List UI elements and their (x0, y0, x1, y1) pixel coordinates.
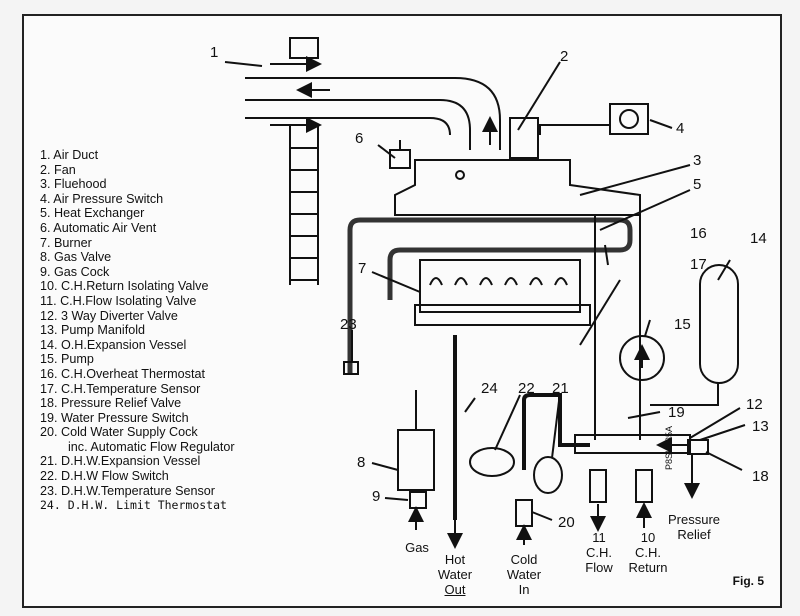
legend-item: 15. Pump (40, 352, 94, 367)
figure-label: Fig. 5 (732, 574, 764, 588)
pump (619, 335, 665, 381)
callout-24: 24 (481, 380, 498, 397)
air-duct (245, 77, 501, 150)
legend-item: 21. D.H.W.Expansion Vessel (40, 454, 201, 469)
legend-item: 12. 3 Way Diverter Valve (40, 308, 178, 323)
callout-19: 19 (668, 404, 685, 421)
legend-item: 8. Gas Valve (40, 250, 112, 265)
callout-9: 9 (372, 488, 381, 505)
legend-item: 14. O.H.Expansion Vessel (40, 337, 187, 352)
legend-item: 16. C.H.Overheat Thermostat (40, 366, 205, 381)
legend-item: 23. D.H.W.Temperature Sensor (40, 483, 215, 498)
legend-item: 9. Gas Cock (40, 264, 110, 279)
callout-20: 20 (558, 514, 575, 531)
heat-exchanger (347, 217, 633, 375)
gas-cock (409, 491, 427, 509)
legend-item: 18. Pressure Relief Valve (40, 396, 182, 411)
legend-item: 4. Air Pressure Switch (40, 191, 164, 206)
callout-15: 15 (674, 316, 691, 333)
callout-5: 5 (693, 176, 702, 193)
callout-1: 1 (210, 44, 219, 61)
legend-item: 13. Pump Manifold (40, 323, 146, 338)
legend-item: 1. Air Duct (40, 148, 99, 162)
legend-item: 10. C.H.Return Isolating Valve (40, 279, 209, 294)
callout-12: 12 (746, 396, 763, 413)
legend-item: 24. D.H.W. Limit Thermostat (40, 498, 227, 513)
legend-item: 6. Automatic Air Vent (40, 220, 157, 235)
parts-legend: 1. Air Duct 2. Fan 3. Fluehood 4. Air Pr… (40, 148, 235, 513)
callout-22: 22 (518, 380, 535, 397)
cold-water-supply-cock (515, 499, 533, 527)
part-code: P8SK135A (664, 426, 674, 470)
pressure-relief-valve (687, 439, 709, 455)
legend-item: 2. Fan (40, 162, 76, 177)
callout-4: 4 (676, 120, 685, 137)
callout-21: 21 (552, 380, 569, 397)
automatic-air-vent (389, 149, 411, 169)
legend-item: 22. D.H.W Flow Switch (40, 469, 169, 484)
callout-23: 23 (340, 316, 357, 333)
legend-item: 7. Burner (40, 235, 92, 250)
legend-item: 5. Heat Exchanger (40, 206, 145, 221)
dhw-expansion-vessel (533, 456, 563, 494)
fan (509, 117, 539, 159)
callout-2: 2 (560, 48, 569, 65)
burner (419, 259, 581, 313)
dhw-flow-switch (469, 447, 515, 477)
diagram-frame (22, 14, 782, 608)
callout-13: 13 (752, 418, 769, 435)
oh-expansion-vessel (699, 264, 739, 384)
legend-item: 3. Fluehood (40, 177, 107, 192)
air-pressure-switch (609, 103, 649, 135)
gas-valve (397, 429, 435, 491)
duct-terminal (289, 37, 319, 59)
legend-item: 20. Cold Water Supply Cock (40, 425, 198, 440)
callout-17: 17 (690, 256, 707, 273)
callout-14: 14 (750, 230, 767, 247)
callout-6: 6 (355, 130, 364, 147)
legend-item: 17. C.H.Temperature Sensor (40, 381, 201, 396)
legend-item: 11. C.H.Flow Isolating Valve (40, 293, 197, 308)
callout-16: 16 (690, 225, 707, 242)
legend-item: 19. Water Pressure Switch (40, 410, 189, 425)
callout-7: 7 (358, 260, 367, 277)
gas-label: Gas (405, 540, 429, 555)
fluehood (394, 159, 641, 216)
callout-8: 8 (357, 454, 366, 471)
callout-3: 3 (693, 152, 702, 169)
callout-18: 18 (752, 468, 769, 485)
legend-item: inc. Automatic Flow Regulator (68, 439, 235, 454)
